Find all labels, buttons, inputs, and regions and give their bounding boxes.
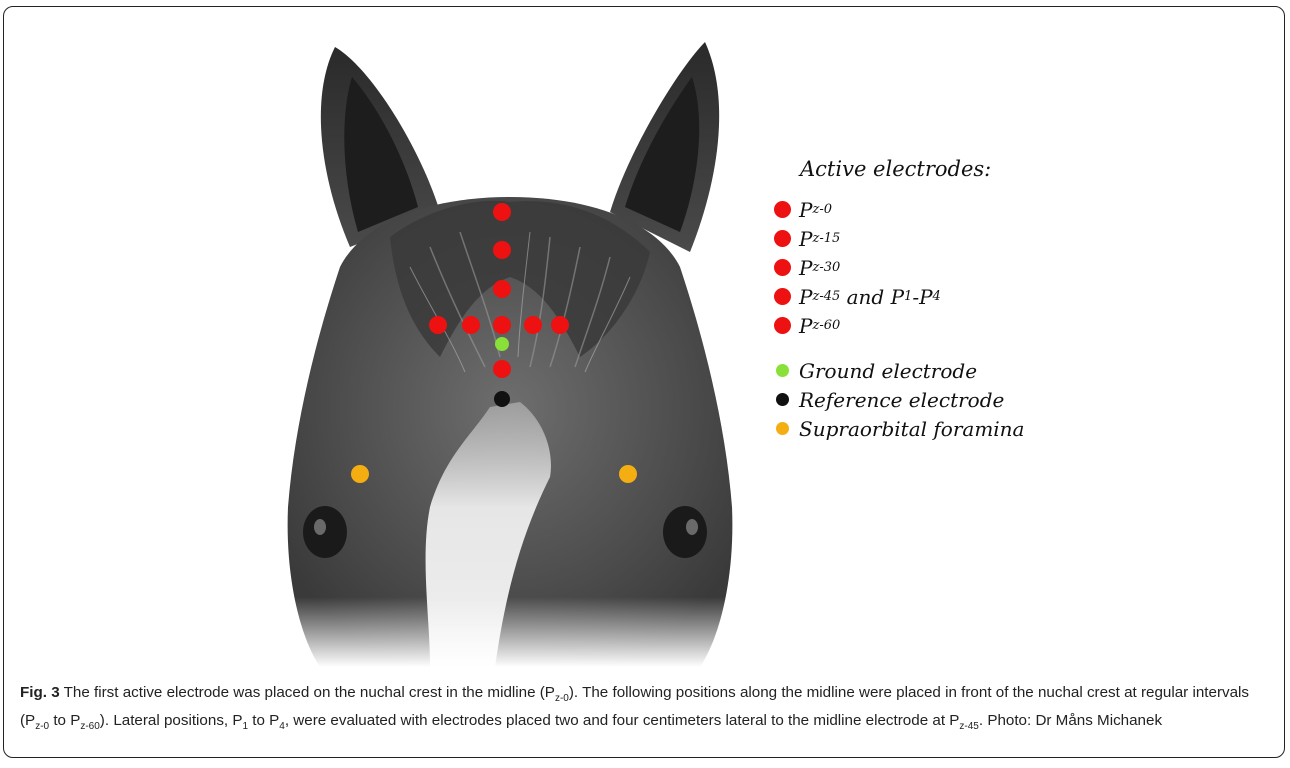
figure-label: Fig. 3 <box>20 684 60 701</box>
electrode-p2 <box>462 316 480 334</box>
left-eye <box>303 506 347 558</box>
legend-item-supraorbital: Supraorbital foramina <box>774 414 1074 443</box>
legend-item-ground: Ground electrode <box>774 356 1074 385</box>
red-dot-icon <box>774 230 791 247</box>
reference-electrode <box>494 391 510 407</box>
red-dot-icon <box>774 201 791 218</box>
electrode-pz45 <box>493 316 511 334</box>
red-dot-icon <box>774 259 791 276</box>
red-dot-icon <box>774 288 791 305</box>
green-dot-icon <box>776 364 789 377</box>
red-dot-icon <box>774 317 791 334</box>
electrode-p1 <box>429 316 447 334</box>
electrode-pz15 <box>493 241 511 259</box>
electrode-p4 <box>551 316 569 334</box>
electrode-pz30 <box>493 280 511 298</box>
photo-credit: Photo: Dr Måns Michanek <box>987 712 1162 729</box>
electrode-p3 <box>524 316 542 334</box>
ground-electrode <box>495 337 509 351</box>
legend-item-reference: Reference electrode <box>774 385 1074 414</box>
supraorbital-foramen-left <box>351 465 369 483</box>
black-dot-icon <box>776 393 789 406</box>
electrode-pz60 <box>493 360 511 378</box>
right-eye <box>663 506 707 558</box>
horse-head-photo <box>280 37 740 667</box>
legend-title: Active electrodes: <box>800 157 1074 181</box>
electrode-pz0 <box>493 203 511 221</box>
supraorbital-foramen-right <box>619 465 637 483</box>
figure-caption: Fig. 3 The first active electrode was pl… <box>20 682 1270 738</box>
orange-dot-icon <box>776 422 789 435</box>
